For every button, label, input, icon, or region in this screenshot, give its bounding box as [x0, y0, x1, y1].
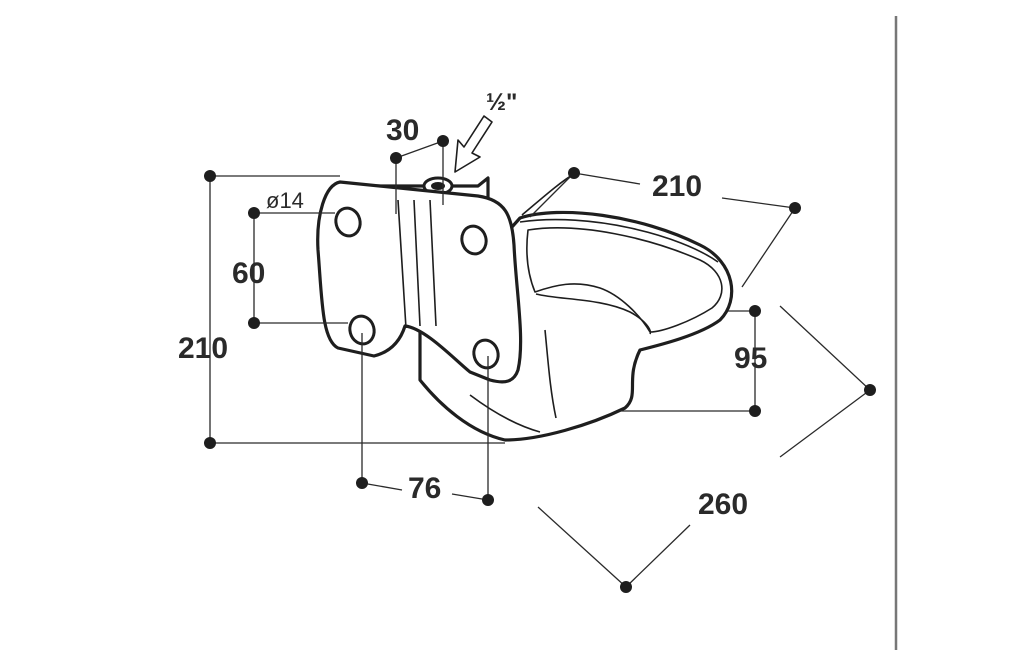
dim-label-bowl-height: 95: [734, 342, 767, 375]
mounting-hole-top-right: [460, 224, 488, 256]
inlet-thread-core: [431, 182, 445, 190]
dim-inlet-width: [390, 135, 449, 214]
mounting-hole-bottom-left: [348, 314, 376, 346]
bowl-underside: [469, 394, 541, 433]
dim-label-height-total: 210: [178, 332, 228, 365]
dim-label-hole-diameter: ø14: [266, 188, 304, 213]
water-bowl-outline: [316, 173, 734, 442]
dim-label-depth: 260: [698, 488, 748, 521]
dim-height-total: [204, 170, 505, 449]
dim-bowl-length: [529, 167, 801, 288]
dim-label-bowl-length: 210: [652, 170, 702, 203]
mounting-hole-top-left: [334, 206, 362, 238]
plate-rib-right: [429, 199, 437, 327]
dim-hole-spacing-vertical: [248, 207, 348, 329]
dim-bowl-height: [620, 305, 761, 417]
mounting-hole-bottom-right: [472, 338, 500, 370]
bowl-side-contour: [544, 329, 557, 419]
dim-label-hole-spacing-horizontal: 76: [408, 472, 441, 505]
dim-label-thread-size: ½": [486, 89, 517, 116]
thread-arrow: [454, 115, 493, 173]
bowl-rim-outer: [519, 218, 719, 263]
dim-label-inlet-width: 30: [386, 114, 419, 147]
bowl-rim-inner: [526, 227, 723, 333]
dim-depth: [537, 305, 876, 593]
dim-label-hole-spacing-vertical: 60: [232, 257, 265, 290]
bowl-inner-edge: [535, 293, 652, 335]
plate-rib-center: [413, 199, 421, 327]
dim-hole-spacing-horizontal: [356, 333, 494, 506]
plate-rib-left: [397, 199, 407, 329]
